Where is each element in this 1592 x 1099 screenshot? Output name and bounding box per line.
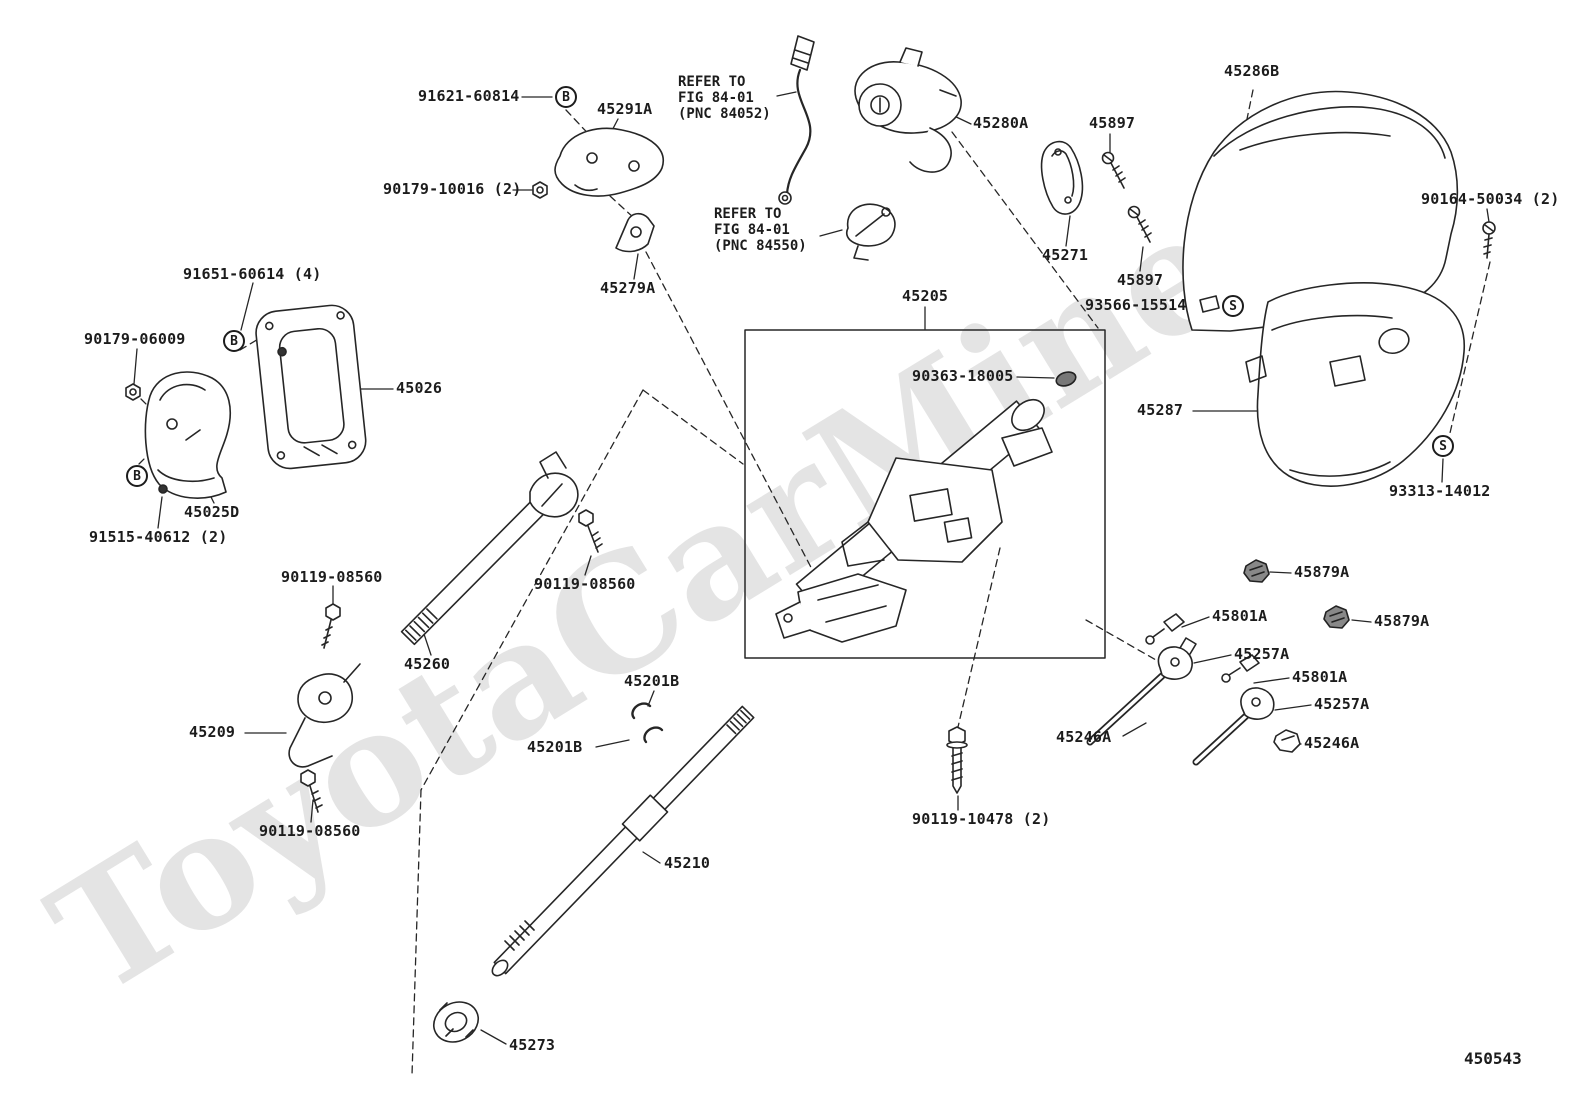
part-label-45897-upper: 45897 [1089,114,1136,132]
part-45257a-lever-a [1086,637,1197,746]
part-45273-bushing [433,1001,479,1043]
part-45025d-cover [125,371,232,499]
part-label-45273: 45273 [509,1036,556,1054]
part-label-90363-18005: 90363-18005 [912,367,1014,385]
part-label-45801a-b: 45801A [1292,668,1348,686]
part-label-45801a-a: 45801A [1212,607,1268,625]
part-label-45879a-a: 45879A [1294,563,1350,581]
refer-note-line: (PNC 84052) [678,106,771,122]
part-45801a-clip-b [1221,654,1260,683]
bolt-90119-08560-b [578,509,603,553]
part-label-45271: 45271 [1042,246,1089,264]
bolt-90119-08560-a [321,603,341,649]
part-45291a-bracket [532,127,664,199]
refer-note-line: (PNC 84550) [714,238,807,254]
part-label-90119-08560-a: 90119-08560 [281,568,383,586]
callout-s-2: S [1432,435,1454,457]
bolt-90119-10478 [946,726,968,794]
part-label-45205: 45205 [902,287,949,305]
part-label-45257a-a: 45257A [1234,645,1290,663]
callout-s-1: S [1222,295,1244,317]
part-45801a-clip-a [1145,613,1185,645]
part-label-45209: 45209 [189,723,236,741]
part-label-91515-40612: 91515-40612 (2) [89,528,228,546]
part-label-91651-60614: 91651-60614 (4) [183,265,322,283]
part-label-90119-10478: 90119-10478 (2) [912,810,1051,828]
part-label-45280a: 45280A [973,114,1029,132]
part-label-93566-15514: 93566-15514 [1085,296,1187,314]
part-label-45257a-b: 45257A [1314,695,1370,713]
column-assembly-box [744,329,1106,659]
drawing-number: 450543 [1464,1049,1522,1068]
part-label-45201b-b: 45201B [527,738,583,756]
part-label-45291a: 45291A [597,100,653,118]
screw-90164-50034 [1482,221,1496,259]
part-45205-column-assembly [775,398,1053,643]
part-label-45286b: 45286B [1224,62,1280,80]
part-label-45210: 45210 [664,854,711,872]
part-45257a-lever-b [1192,687,1275,766]
part-45287-lower-cover [1245,282,1465,487]
callout-b-2: B [223,330,245,352]
part-45201b-snap-rings [631,702,664,744]
part-label-45279a: 45279A [600,279,656,297]
part-45210-main-shaft [491,705,755,977]
part-label-45897-lower: 45897 [1117,271,1164,289]
part-label-90119-08560-b: 90119-08560 [534,575,636,593]
callout-b-3: B [126,465,148,487]
part-label-45025d: 45025D [184,503,240,521]
part-label-45879a-b: 45879A [1374,612,1430,630]
refer-note-line: REFER TO [678,74,746,90]
part-label-91621-60814: 91621-60814 [418,87,520,105]
part-45279a-clamp [615,212,655,253]
part-45280a-key-cylinder [854,47,962,173]
refer-note-84550: REFER TO FIG 84-01 (PNC 84550) [714,206,807,254]
bolt-90119-08560-c [300,769,323,813]
part-45879a-grommet-b [1323,605,1350,629]
part-45271-bracket [1040,140,1084,215]
part-label-45260: 45260 [404,655,451,673]
part-label-45201b-a: 45201B [624,672,680,690]
part-label-45246a-a: 45246A [1056,728,1112,746]
part-label-45287: 45287 [1137,401,1184,419]
part-label-45026: 45026 [396,379,443,397]
screw-45897-lower [1127,205,1152,243]
part-label-90119-08560-c: 90119-08560 [259,822,361,840]
refer-note-line: REFER TO [714,206,782,222]
refer-note-line: FIG 84-01 [678,90,754,106]
part-label-90164-50034: 90164-50034 (2) [1421,190,1560,208]
part-45026-plate [255,304,367,470]
part-ignition-wire [778,35,815,205]
callout-b-1: B [555,86,577,108]
refer-note-line: FIG 84-01 [714,222,790,238]
part-45260-intermediate-shaft [400,451,579,646]
screw-45897-upper [1101,151,1126,189]
part-45246a-clamp [1273,729,1301,753]
part-90363-grommet [1055,371,1077,387]
part-label-45246a-b: 45246A [1304,734,1360,752]
part-label-90179-06009: 90179-06009 [84,330,186,348]
part-45209-universal-joint [288,663,361,768]
refer-note-84052: REFER TO FIG 84-01 (PNC 84052) [678,74,771,122]
part-ignition-switch [845,203,896,261]
part-45879a-grommet-a [1243,559,1270,583]
part-label-90179-10016: 90179-10016 (2) [383,180,522,198]
part-label-93313-14012: 93313-14012 [1389,482,1491,500]
